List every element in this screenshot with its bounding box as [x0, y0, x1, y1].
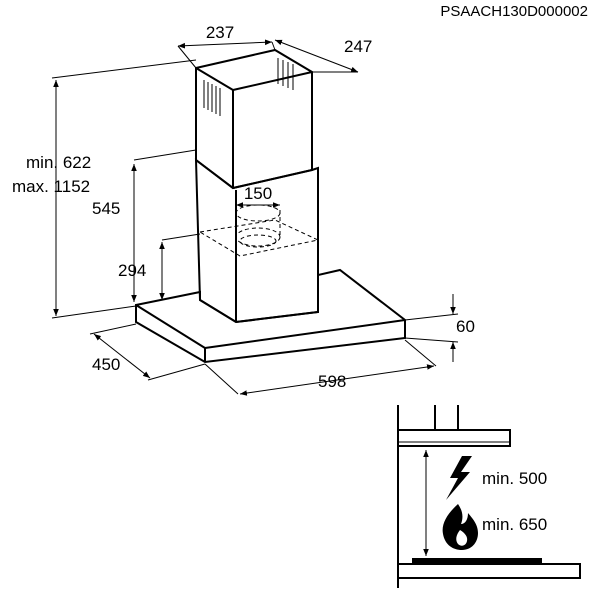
- canopy-depth-label: 450: [92, 355, 120, 374]
- flame-icon: [442, 504, 478, 550]
- dim-canopy-width: 598: [204, 339, 437, 396]
- clearance-detail: min. 500 min. 650: [397, 405, 581, 588]
- canopy-width-label: 598: [318, 372, 346, 391]
- dim-outlet-diameter: 150: [236, 184, 280, 208]
- dim-chimney-width: 237: [177, 23, 276, 69]
- dim-outlet-height: 545: [92, 149, 197, 302]
- dim-outlet-offset: 294: [118, 233, 201, 300]
- vent-slots-left: [203, 80, 221, 116]
- outlet-offset-label: 294: [118, 261, 146, 280]
- dim-total-height: min. 622 max. 1152: [12, 59, 197, 319]
- electric-hob-clearance-label: min. 500: [482, 469, 547, 488]
- hood-body: [135, 48, 406, 364]
- product-code: PSAACH130D000002: [440, 3, 588, 20]
- dim-canopy-height: 60: [404, 294, 475, 362]
- dim-canopy-depth: 450: [89, 323, 206, 381]
- height-max-label: max. 1152: [12, 177, 90, 196]
- gas-hob-clearance-label: min. 650: [482, 515, 547, 534]
- chimney-depth-label: 247: [344, 37, 372, 56]
- outlet-diameter-label: 150: [244, 184, 272, 203]
- height-min-label: min. 622: [26, 153, 91, 172]
- dim-chimney-depth: 247: [274, 37, 372, 73]
- lightning-bolt-icon: [446, 456, 472, 500]
- canopy-height-label: 60: [456, 317, 475, 336]
- outlet-dashed: [198, 204, 320, 257]
- chimney-width-label: 237: [206, 23, 234, 42]
- outlet-height-label: 545: [92, 199, 120, 218]
- vent-slots-right: [277, 58, 294, 90]
